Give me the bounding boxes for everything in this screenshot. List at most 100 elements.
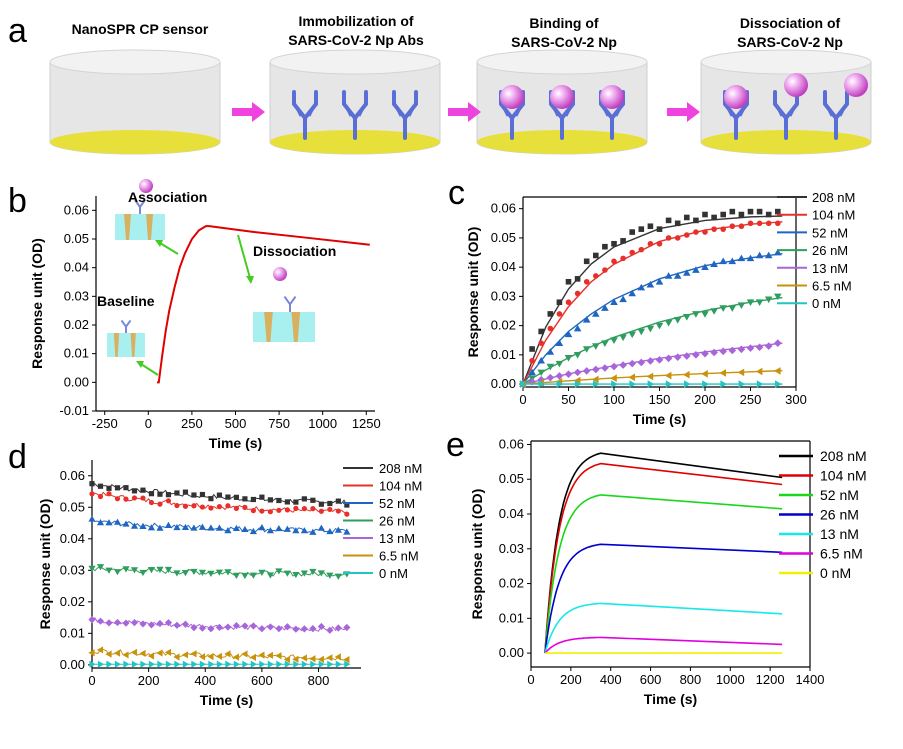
data-point [241,572,249,580]
antigen-icon [273,267,287,281]
data-point [242,660,249,668]
sensor-top [269,49,441,75]
x-axis-label: Time (s) [633,411,686,427]
data-point [122,619,130,627]
data-point [747,220,754,227]
fit-line [522,296,783,385]
data-point [207,570,215,577]
data-point [620,255,626,262]
data-point [737,302,746,309]
data-point [528,368,536,376]
data-point [190,650,197,658]
data-point [565,278,572,285]
data-point [317,524,325,531]
x-tick-label: 400 [600,672,622,687]
data-point [216,504,223,510]
data-point [611,380,618,388]
data-point [242,504,248,510]
fit-line [522,215,783,385]
data-point [89,481,95,487]
data-point [113,618,122,627]
data-point [720,226,726,232]
y-axis-label: Response unit (OD) [37,499,53,630]
data-point [774,367,781,375]
series-line [544,452,783,654]
y-tick-label: 0.03 [491,288,516,303]
data-point [284,507,290,513]
data-point [139,569,147,577]
data-point [165,492,172,498]
data-point [275,524,283,532]
data-point [765,220,772,227]
data-point [148,491,155,497]
data-point [746,299,755,307]
data-point [140,487,146,493]
antibody-icon [602,107,622,117]
data-point [232,524,241,532]
y-tick-label: 0.01 [491,347,516,362]
data-point [293,660,300,668]
data-point [258,625,266,633]
x-tick-label: 1000 [716,672,745,687]
data-point [123,485,129,491]
data-point [611,240,617,247]
data-point [664,354,673,363]
gold-nanostructure-icon [113,333,120,357]
x-tick-label: -250 [92,416,118,431]
data-point [164,566,173,574]
data-point [344,502,350,508]
x-tick-label: 300 [785,392,807,407]
data-point [747,208,754,215]
data-point [775,380,782,388]
data-point [656,226,663,232]
data-point [538,380,545,388]
antigen-icon [844,73,868,97]
data-point [556,311,563,317]
data-point [611,258,617,265]
data-point [207,524,215,531]
data-point [317,622,325,631]
data-point [241,622,249,630]
data-point [343,623,351,632]
data-point [113,649,121,657]
data-point [656,240,663,247]
data-point [334,624,342,632]
y-tick-label: 0.03 [499,541,524,556]
legend-label: 104 nM [820,468,867,484]
data-point [225,503,231,509]
panel-letter-e: e [446,426,465,464]
y-tick-label: 0.01 [499,610,524,625]
data-point [284,660,291,668]
x-tick-label: 150 [649,392,671,407]
panel-a: a NanoSPR CP sensor Immobilization of SA… [8,12,872,155]
annotation-dissociation: Dissociation [253,243,336,259]
data-point [130,567,139,574]
data-point [300,527,308,534]
data-point [97,493,104,500]
data-point [628,373,635,382]
data-point [326,626,334,634]
data-point [216,660,224,668]
data-point [520,380,527,388]
data-point [683,370,690,379]
data-point [628,289,636,297]
antibody-icon [345,107,365,117]
data-point [173,570,181,577]
green-arrow-icon [140,363,159,376]
data-point [147,621,156,629]
data-point [529,346,535,352]
data-point [665,217,672,224]
data-point [573,324,582,332]
green-arrow-icon [246,276,254,284]
data-point [775,208,781,215]
data-point [147,524,156,531]
data-point [148,660,156,668]
legend-label: 26 nM [820,507,859,523]
data-point [317,655,324,664]
data-point [602,267,608,273]
data-point [574,290,581,297]
data-point [156,619,164,628]
legend-label: 0 nM [379,566,408,581]
data-point [564,370,573,378]
data-point [738,223,745,230]
